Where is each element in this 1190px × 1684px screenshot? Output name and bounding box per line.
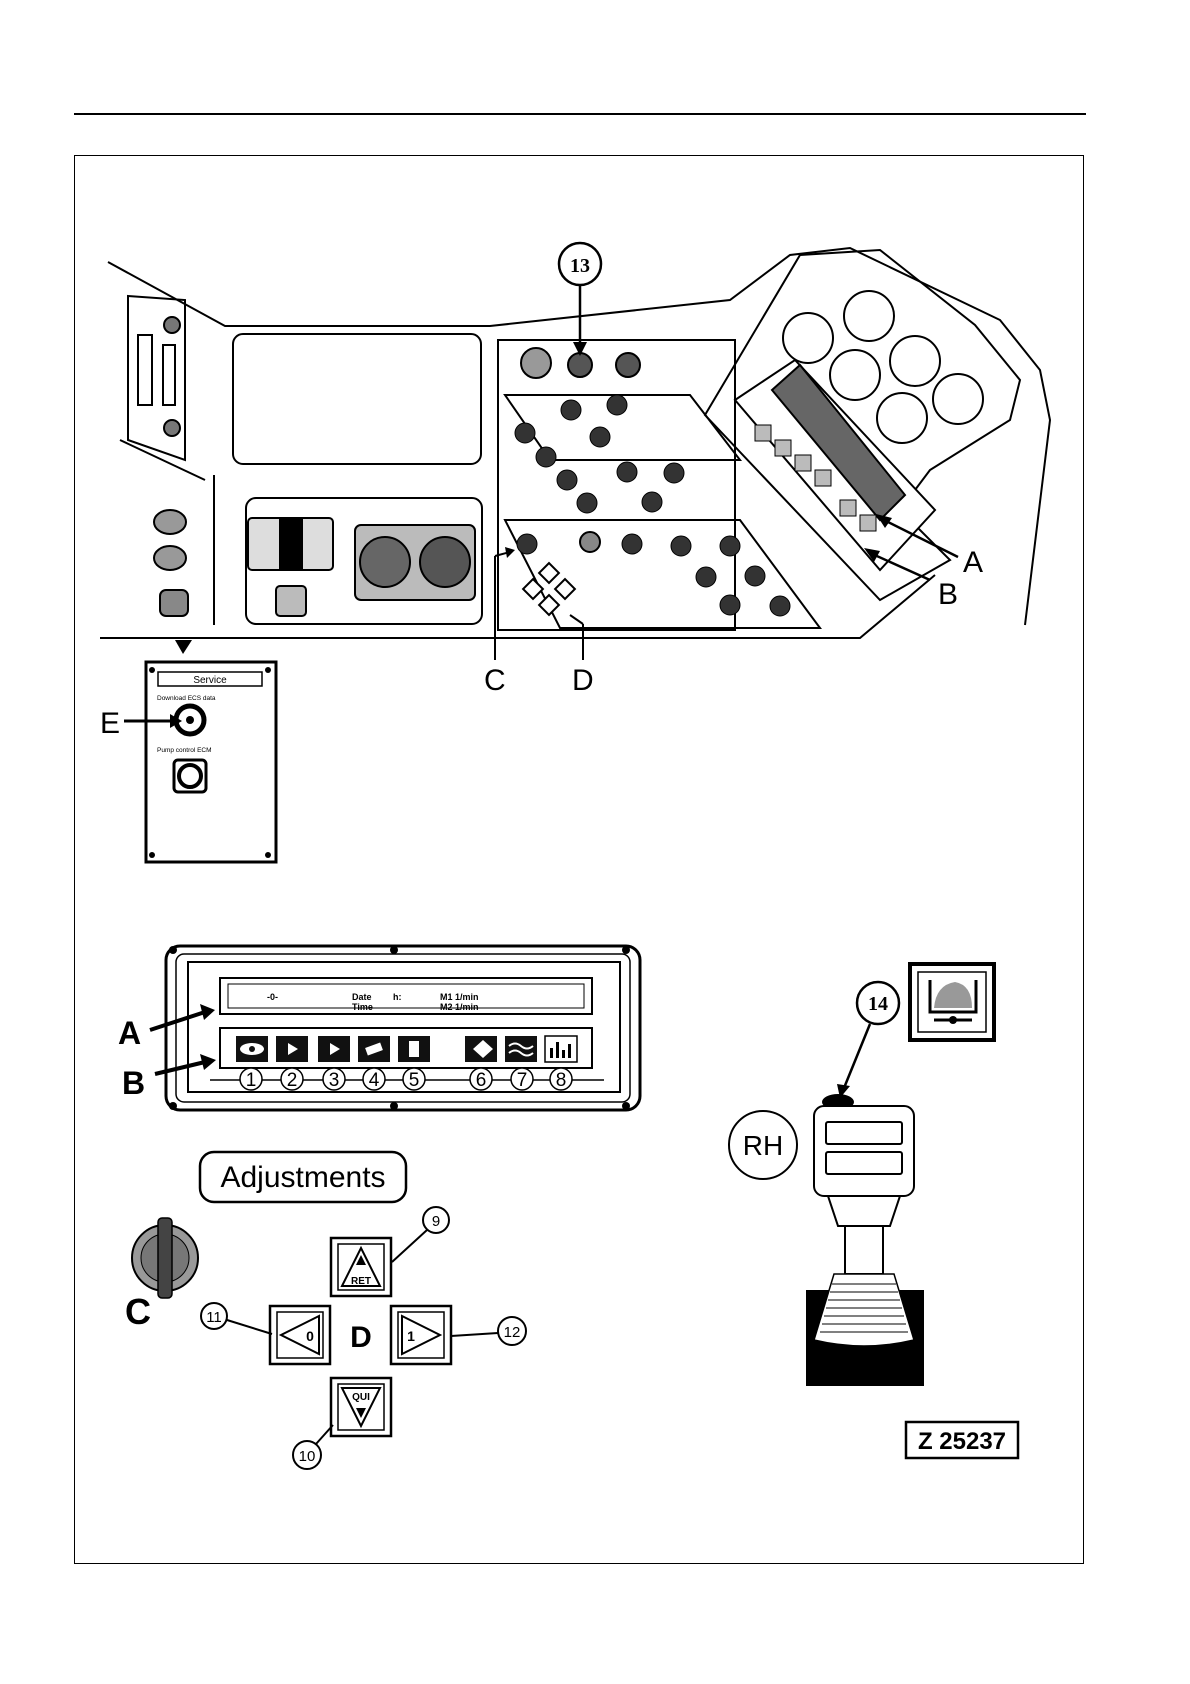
button-number-5: 5 — [409, 1070, 420, 1091]
callout-a-top: A — [963, 546, 983, 579]
callout-11-label: 11 — [206, 1309, 222, 1326]
keypad-down-button[interactable] — [331, 1378, 391, 1436]
button-number-2: 2 — [287, 1070, 298, 1091]
callout-10-label: 10 — [299, 1448, 316, 1465]
keypad-left-button[interactable] — [270, 1306, 330, 1364]
display-date-label: Date — [352, 992, 372, 1002]
button-number-3: 3 — [329, 1070, 340, 1091]
key-switch-icon[interactable] — [132, 1218, 198, 1298]
callout-b-display: B — [122, 1065, 145, 1101]
callout-a-display: A — [118, 1015, 141, 1051]
keypad-center-label: D — [350, 1321, 372, 1354]
material-bin-icon — [910, 964, 994, 1040]
pump-label: Pump control ECM — [157, 747, 212, 754]
bar-chart-icon[interactable] — [545, 1036, 577, 1062]
keypad-right-button[interactable] — [391, 1306, 451, 1364]
figure-id: Z 25237 — [918, 1428, 1006, 1455]
callout-c-bottom: C — [125, 1291, 151, 1332]
display-m2: M2 1/min — [440, 1002, 479, 1012]
callout-e: E — [100, 707, 120, 740]
download-label: Download ECS data — [157, 695, 216, 702]
callout-14-label: 14 — [868, 993, 888, 1015]
keypad-right-label: 1 — [407, 1328, 415, 1344]
service-panel — [146, 662, 276, 862]
callout-13-label: 13 — [570, 255, 590, 277]
display-hours-label: h: — [393, 992, 402, 1002]
button-number-6: 6 — [476, 1070, 487, 1091]
rh-label: RH — [743, 1130, 783, 1161]
keypad-down-label: QUI — [352, 1392, 370, 1403]
button-number-1: 1 — [246, 1070, 257, 1091]
waves-icon[interactable] — [505, 1036, 537, 1062]
button-numbers: 1 2 3 4 5 6 7 8 — [240, 1068, 572, 1091]
callout-9-label: 9 — [432, 1213, 440, 1230]
service-title: Service — [193, 675, 227, 686]
joystick-handle-icon[interactable] — [806, 1094, 924, 1386]
button-number-7: 7 — [517, 1070, 528, 1091]
keypad-left-label: 0 — [306, 1328, 314, 1344]
adjustments-title: Adjustments — [220, 1161, 385, 1194]
display-counter: -0- — [267, 992, 278, 1002]
dashboard-console — [100, 248, 1050, 638]
keypad-up-label: RET — [351, 1276, 371, 1287]
display-function-buttons — [236, 1036, 577, 1062]
display-m1: M1 1/min — [440, 992, 479, 1002]
display-time-label: Time — [352, 1002, 373, 1012]
callout-12-label: 12 — [504, 1324, 521, 1341]
button-number-8: 8 — [556, 1070, 567, 1091]
button-number-4: 4 — [369, 1070, 380, 1091]
callout-c-top: C — [484, 664, 506, 697]
keypad-up-button[interactable] — [331, 1238, 391, 1296]
callout-b-top: B — [938, 578, 958, 611]
callout-d-top: D — [572, 664, 594, 697]
